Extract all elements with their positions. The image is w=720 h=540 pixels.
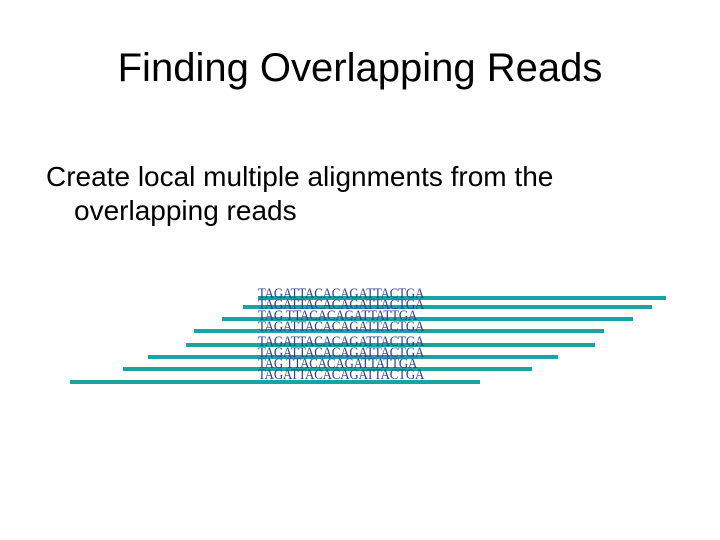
read-sequence-5: TAGATTACACAGATTACTGA [258,334,425,350]
read-sequence-7: TAG TTACACAGATTATTGA [258,356,418,372]
read-sequence-6: TAGATTACACAGATTACTGA [258,345,425,361]
read-sequence-4: TAGATTACACAGATTACTGA [258,319,425,335]
read-sequence-2: TAGATTACACAGATTACTGA [258,297,425,313]
read-bar-2 [243,305,652,309]
read-bar-4 [194,329,604,333]
read-sequence-3: TAG TTACACAGATTATTGA [258,308,418,324]
read-bar-3 [222,317,633,321]
read-bar-8 [70,380,480,384]
read-bar-5 [186,343,595,347]
read-bar-1 [258,296,666,300]
read-sequence-1: TAGATTACACAGATTACTGA [258,286,425,302]
read-bar-6 [148,355,558,359]
slide-title: Finding Overlapping Reads [117,46,603,90]
read-sequence-8: TAGATTACACAGATTACTGA [258,367,425,383]
bullet-text: Create local multiple alignments from th… [46,161,554,226]
read-bar-7 [123,367,532,371]
